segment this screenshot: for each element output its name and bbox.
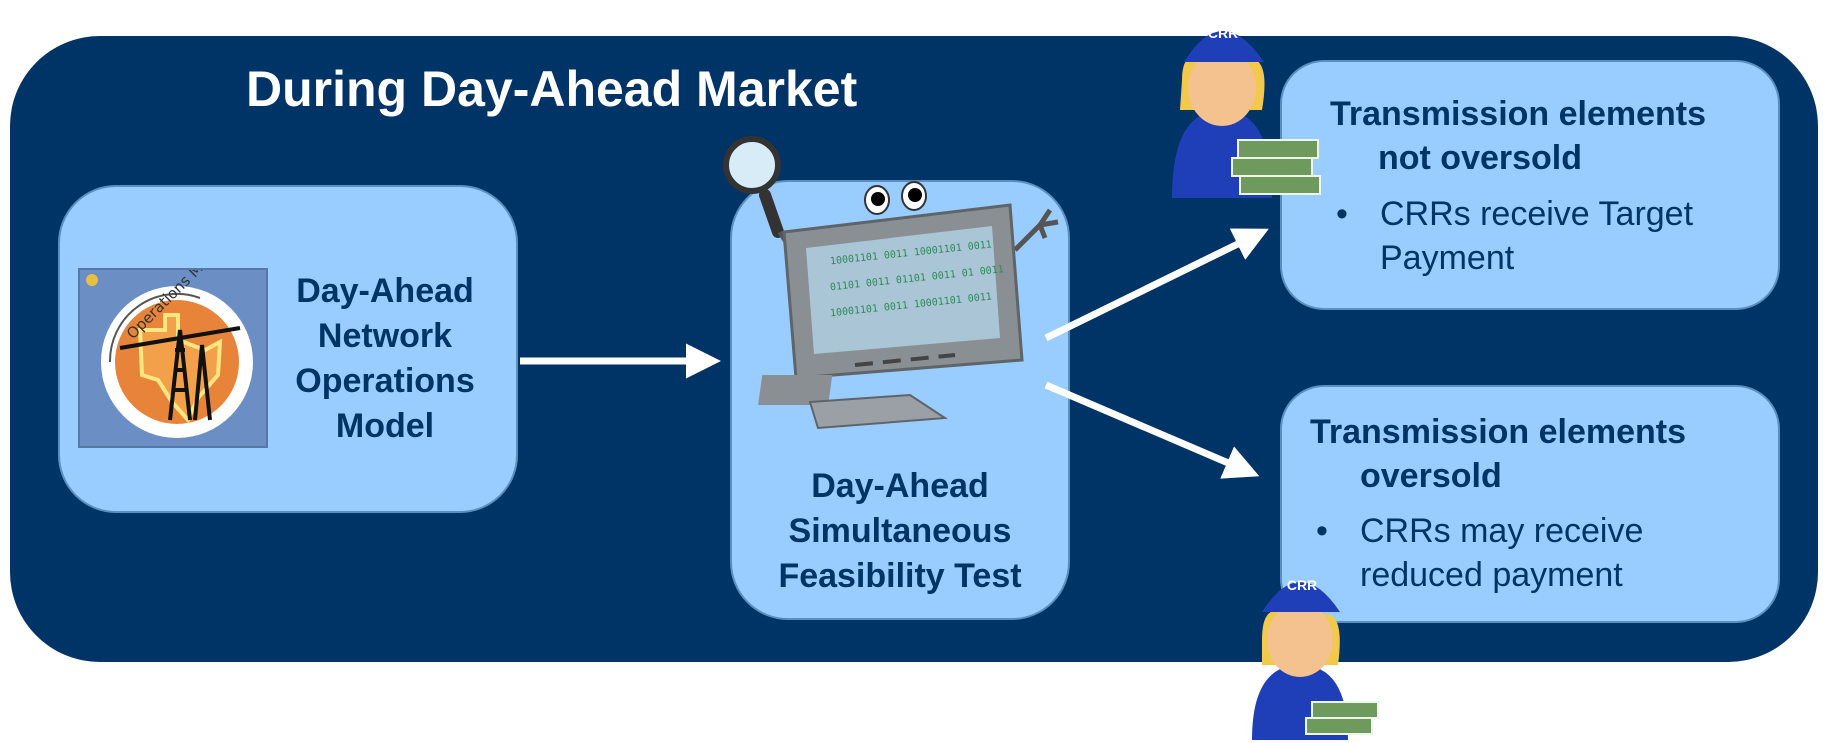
sft-label: Day-Ahead Simultaneous Feasibility Test <box>730 464 1070 599</box>
not-oversold-box <box>1280 60 1780 310</box>
ops-model-line: Network <box>317 317 453 355</box>
eyes-icon <box>864 181 927 215</box>
magnifying-glass-icon <box>723 136 784 238</box>
oversold-box <box>1280 385 1780 623</box>
sft-line: Simultaneous <box>788 512 1012 550</box>
bullet-dot: • <box>1336 195 1348 233</box>
crr-holder-top-icon: CRR <box>1172 25 1321 198</box>
sft-line: Day-Ahead <box>811 467 989 505</box>
heading-line: Transmission elements <box>1330 95 1707 133</box>
heading-line: oversold <box>1360 457 1502 495</box>
panel-title: During Day-Ahead Market <box>246 61 858 117</box>
crr-holder-bottom-icon: CRR <box>1252 577 1379 740</box>
operations-model-logo: Operations Model <box>78 236 268 448</box>
oversold-heading: Transmission elements oversold <box>1310 410 1686 498</box>
bullet-line: CRRs receive Target <box>1380 195 1694 233</box>
ops-model-label: Day-Ahead Network Operations Model <box>270 269 500 449</box>
not-oversold-bullet: • CRRs receive Target Payment <box>1336 192 1694 280</box>
arrow-to-oversold <box>1044 381 1260 479</box>
arrow-to-not-oversold <box>1044 228 1269 342</box>
bullet-line: Payment <box>1380 239 1515 277</box>
crr-badge: CRR <box>1208 25 1238 41</box>
ops-model-line: Operations <box>295 362 475 400</box>
oversold-bullet: • CRRs may receive reduced payment <box>1316 509 1644 597</box>
monitor-icon <box>758 203 1024 430</box>
ops-model-line: Model <box>335 407 435 445</box>
not-oversold-heading: Transmission elements not oversold <box>1330 92 1706 180</box>
ops-model-line: Day-Ahead <box>296 272 474 310</box>
bullet-dot: • <box>1316 512 1328 550</box>
sft-line: Feasibility Test <box>778 557 1022 595</box>
heading-line: not oversold <box>1378 139 1583 177</box>
crr-badge: CRR <box>1287 577 1317 593</box>
bullet-line: CRRs may receive <box>1360 512 1644 550</box>
bullet-line: reduced payment <box>1360 556 1623 594</box>
heading-line: Transmission elements <box>1310 413 1687 451</box>
